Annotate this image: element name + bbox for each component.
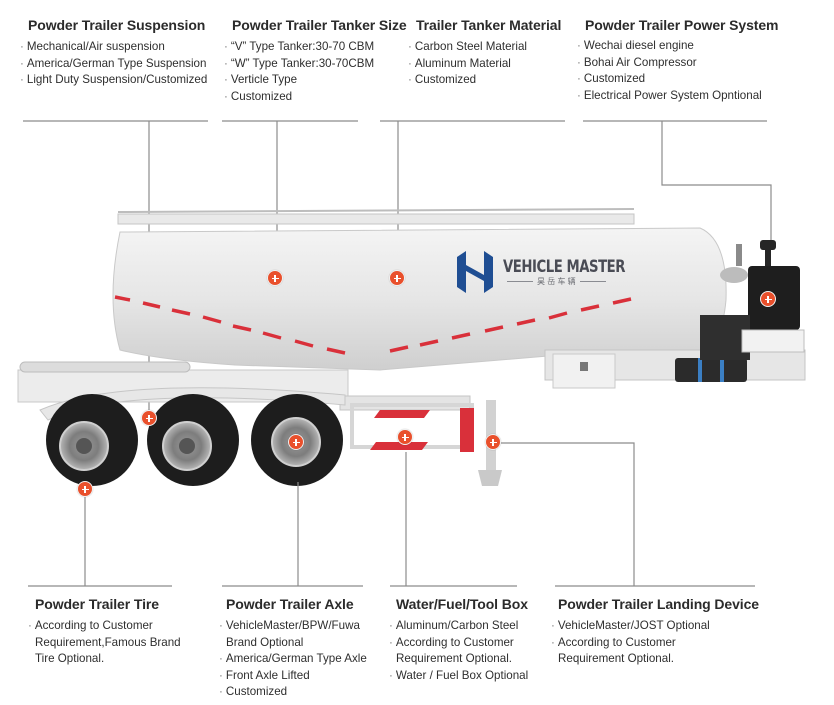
feature-item: ·Aluminum Material: [408, 56, 511, 70]
feature-item-continued: Tire Optional.: [35, 652, 105, 666]
feature-title: Powder Trailer Axle: [226, 596, 354, 612]
feature-item: ·Customized: [408, 73, 477, 87]
marker-power-system[interactable]: [760, 291, 776, 307]
chassis: [17, 349, 806, 486]
feature-axle: Powder Trailer Axle ·VehicleMaster/BPW/F…: [219, 596, 367, 701]
feature-title: Powder Trailer Tire: [35, 596, 159, 612]
marker-tire[interactable]: [77, 481, 93, 497]
feature-item: ·According to Customer: [389, 635, 514, 649]
feature-power-system: Powder Trailer Power System ·Wechai dies…: [577, 17, 779, 104]
feature-item: ·America/German Type Suspension: [20, 56, 207, 70]
feature-tool-box: Water/Fuel/Tool Box ·Aluminum/Carbon Ste…: [389, 596, 528, 684]
feature-list: ·According to Customer Requirement,Famou…: [28, 618, 181, 668]
feature-suspension: Powder Trailer Suspension ·Mechanical/Ai…: [20, 17, 207, 89]
marker-landing-device[interactable]: [485, 434, 501, 450]
feature-list: ·VehicleMaster/BPW/Fuwa Brand Optional ·…: [219, 618, 367, 701]
feature-item: ·Water / Fuel Box Optional: [389, 668, 529, 682]
feature-item: ·“V” Type Tanker:30-70 CBM: [224, 40, 375, 53]
logo-subtitle: 昊 岳 车 辆: [503, 276, 659, 287]
feature-item: ·Bohai Air Compressor: [577, 55, 697, 69]
feature-item: ·Aluminum/Carbon Steel: [389, 619, 519, 632]
feature-item: ·Customized: [219, 685, 288, 699]
feature-title: Trailer Tanker Material: [416, 17, 562, 33]
feature-item: ·Light Duty Suspension/Customized: [20, 73, 208, 87]
feature-item-continued: Requirement Optional.: [558, 652, 674, 666]
feature-title: Water/Fuel/Tool Box: [396, 596, 528, 612]
feature-item: ·America/German Type Axle: [219, 652, 367, 666]
feature-item-continued: Brand Optional: [226, 635, 304, 649]
feature-list: ·“V” Type Tanker:30-70 CBM ·“W” Type Tan…: [224, 39, 407, 105]
feature-item: ·Mechanical/Air suspension: [20, 40, 165, 53]
leader-lines-bottom: [28, 442, 755, 587]
feature-item: ·Verticle Type: [224, 73, 298, 87]
feature-item: ·According to Customer: [551, 635, 676, 649]
logo-name: VEHICLE MASTER: [503, 257, 625, 277]
feature-title: Powder Trailer Suspension: [28, 17, 206, 33]
feature-item: ·Carbon Steel Material: [408, 40, 528, 53]
feature-tanker-size: Powder Trailer Tanker Size ·“V” Type Tan…: [224, 17, 407, 105]
brand-logo: VEHICLE MASTER 昊 岳 车 辆: [455, 247, 659, 297]
feature-item-continued: Requirement Optional.: [396, 652, 512, 666]
feature-item: ·Front Axle Lifted: [219, 668, 310, 682]
feature-tanker-material: Trailer Tanker Material ·Carbon Steel Ma…: [408, 17, 562, 89]
feature-list: ·Mechanical/Air suspension ·America/Germ…: [20, 39, 207, 89]
feature-item: ·Customized: [224, 89, 293, 103]
feature-item: ·Wechai diesel engine: [577, 39, 694, 52]
feature-list: ·Aluminum/Carbon Steel ·According to Cus…: [389, 618, 528, 684]
logo-h-icon: [457, 251, 493, 293]
feature-item: ·VehicleMaster/JOST Optional: [551, 619, 710, 632]
feature-item: ·“W” Type Tanker:30-70CBM: [224, 56, 375, 70]
feature-list: ·Carbon Steel Material ·Aluminum Materia…: [408, 39, 561, 89]
tank-body: [112, 208, 727, 371]
feature-item: ·Electrical Power System Opntional: [577, 88, 762, 102]
feature-list: ·VehicleMaster/JOST Optional ·According …: [551, 618, 759, 668]
feature-title: Powder Trailer Tanker Size: [232, 17, 407, 33]
feature-item-continued: Requirement,Famous Brand: [35, 635, 181, 649]
feature-list: ·Wechai diesel engine ·Bohai Air Compres…: [577, 38, 778, 104]
marker-axle[interactable]: [288, 434, 304, 450]
feature-landing-device: Powder Trailer Landing Device ·VehicleMa…: [551, 596, 759, 668]
feature-title: Powder Trailer Landing Device: [558, 596, 759, 612]
feature-tire: Powder Trailer Tire ·According to Custom…: [28, 596, 181, 668]
marker-tanker-size[interactable]: [267, 270, 283, 286]
wheels: [46, 394, 343, 486]
marker-tool-box[interactable]: [397, 429, 413, 445]
marker-suspension[interactable]: [141, 410, 157, 426]
feature-item: ·VehicleMaster/BPW/Fuwa: [219, 619, 360, 632]
marker-tanker-material[interactable]: [389, 270, 405, 286]
feature-item: ·According to Customer: [28, 619, 153, 632]
feature-title: Powder Trailer Power System: [585, 17, 779, 33]
feature-item: ·Customized: [577, 72, 646, 86]
